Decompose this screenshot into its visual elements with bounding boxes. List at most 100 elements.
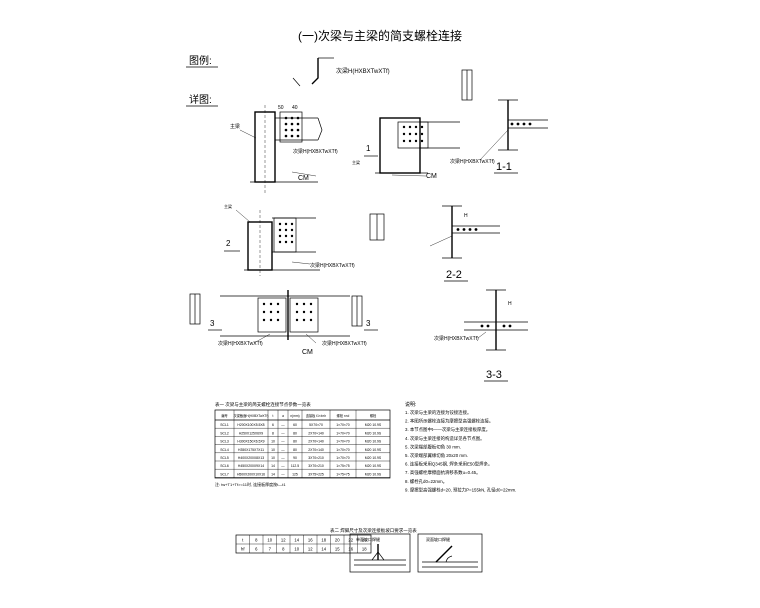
note-item: 8. 螺栓孔d0=22mm。 [405, 478, 447, 485]
table-1-cell: SCL1 [220, 423, 229, 427]
table-1-header: 连接板 t1×b×h [306, 413, 327, 418]
table-2-cell: 10 [267, 537, 272, 542]
detail-1-elevation: 1 次梁H(HXBXTwXTf) CM 主梁 [352, 117, 495, 180]
section-label-2-2: 2-2 [446, 269, 462, 281]
table-1-cell: — [281, 431, 285, 435]
table-1-cell: 125 [292, 472, 298, 476]
weld-detail-b-label: 双面坡口焊缝 [426, 536, 450, 542]
weld-detail-a: 单面坡口焊缝 [349, 533, 411, 573]
table-1-cell: 14 [271, 464, 275, 468]
weld-mark-3: CM [302, 349, 313, 356]
table-1-cell: 2X70×140 [308, 440, 324, 444]
member-label-3: 次梁H(HXBXTwXTf) [310, 262, 355, 269]
table-1-cell: — [281, 423, 285, 427]
table-1-title: 表一 次梁与主梁的简支螺栓连接节点参数一览表 [215, 401, 311, 408]
table-1-cell: 8 [272, 431, 274, 435]
table-1-cell: 1×70×70 [336, 440, 350, 444]
table-1-cell: SCL4 [220, 448, 229, 452]
table-2-cell: 14 [294, 537, 299, 542]
table-1-cell: M20 10.9S [365, 431, 382, 435]
table-1-cell: 14 [271, 472, 275, 476]
note-item: 1. 次梁与主梁的连接为铰接连接。 [405, 409, 471, 416]
table-2-cell: 8 [282, 546, 285, 551]
table-2-cell: 20 [335, 537, 340, 542]
table-1-cell: 90 [293, 456, 297, 460]
detail-1-plan: 50 40 主梁 次梁H(HXBXTwXTf) CM [230, 105, 338, 195]
table-1-cell: 3X70×210 [308, 456, 324, 460]
table-1-header: a [282, 414, 284, 418]
table-2-cell: 22 [348, 537, 353, 542]
table-1-cell: 1×70×70 [336, 431, 350, 435]
table-1-cell: SCL7 [220, 472, 229, 476]
table-1-cell: 1×70×70 [336, 456, 350, 460]
table-2-cell: 12 [308, 546, 313, 551]
note-item: 5. 次梁端部腹板切角 30 mm. [405, 443, 461, 450]
table-1-cell: 60 [293, 423, 297, 427]
notes-title: 说明: [405, 401, 416, 408]
table-2-cell: 14 [321, 546, 326, 551]
main-beam-label-2: 主梁 [352, 159, 360, 165]
legend-member-label: 次梁H(HXBXTwXTf) [336, 67, 390, 75]
note-item: 9. 摩擦型高强螺栓d=20, 预拉力P=155kN, 孔径d0=22mm. [405, 486, 516, 493]
section-label-3-right: 3 [366, 319, 371, 328]
table-1-cell: SCL2 [220, 431, 229, 435]
table-1-header: 螺栓 [370, 413, 377, 418]
note-item: 4. 次梁与主梁连接的构造详见各节点图。 [405, 435, 485, 442]
table-1-cell: 2X70×140 [308, 431, 324, 435]
table-2-cell: t [242, 537, 244, 542]
table-1-cell: 112.5 [291, 464, 299, 468]
table-1-header: 次梁截面H(HXBXTwXTf) [234, 413, 269, 418]
detail-2-plan: 2 次梁H(HXBXTwXTf) 主梁 [224, 203, 355, 276]
section-label-2: 2 [226, 239, 231, 248]
dim-h-2: H [464, 213, 468, 219]
table-1-header: t [273, 414, 274, 418]
table-1-cell: M20 10.9S [365, 423, 382, 427]
member-label-4: 次梁H(HXBXTwXTf) [218, 340, 263, 347]
table-1-cell: — [281, 456, 285, 460]
table-1-cell: 2X70×140 [308, 448, 324, 452]
note-item: 2. 本图所示螺栓连接为摩擦型高强螺栓连接。 [405, 418, 493, 425]
table-2-title: 表二 焊脚尺寸及次梁连接板坡口要求一览表 [330, 527, 417, 534]
table-1-cell: 1×70×70 [336, 448, 350, 452]
table-2-cell: 15 [335, 546, 340, 551]
table-1-cell: — [281, 464, 285, 468]
table-1-cell: H450X200X9X14 [238, 464, 264, 468]
table-1-header: 螺栓 n×d [337, 413, 350, 418]
detail-2-small-section [369, 213, 385, 241]
legend-label: 图例: [189, 54, 212, 67]
table-1-cell: 6 [272, 423, 274, 427]
table-1-cell: 5X70×70 [309, 423, 323, 427]
table-1-cell: SCL3 [220, 440, 229, 444]
dim-50: 50 [278, 105, 284, 111]
table-1-cell: — [281, 472, 285, 476]
note-item: 6. 连接板采用Q345钢, 焊条采用E50型焊条。 [405, 461, 492, 468]
main-beam-label-1: 主梁 [230, 123, 240, 130]
table-1-cell: SCL5 [220, 456, 229, 460]
section-label-3-left: 3 [210, 319, 215, 328]
table-1-cell: M20 10.9S [365, 456, 382, 460]
legend-symbol: 次梁H(HXBXTwXTf) [292, 57, 390, 87]
weld-mark-1: CM [298, 175, 309, 182]
note-item: 7. 高强螺栓摩擦面抗滑移系数u=0.45。 [405, 469, 481, 476]
table-1-cell: M20 10.9S [365, 472, 382, 476]
table-1-cell: 10 [271, 448, 275, 452]
table-1-cell: 3X75×225 [308, 472, 324, 476]
table-1-cell: 1×75×75 [336, 464, 350, 468]
table-1-cell: — [281, 448, 285, 452]
section-3-3: H 次梁H(HXBXTwXTf) 3-3 [434, 289, 528, 382]
section-label-1: 1 [366, 144, 371, 153]
notes-block: 说明: 1. 次梁与主梁的连接为铰接连接。 2. 本图所示螺栓连接为摩擦型高强螺栓… [405, 401, 516, 493]
table-1-cell: 80 [293, 448, 297, 452]
table-2-cell: 25 [362, 537, 367, 542]
table-2-cell: 18 [321, 537, 326, 542]
section-label-1-1: 1-1 [496, 161, 512, 173]
table-2-cell: 6 [255, 546, 258, 551]
table-1-cell: H200X100X5.5X8 [237, 423, 264, 427]
table-1-cell: H300X150X6.5X9 [237, 440, 264, 444]
section-2-2: H 2-2 [429, 205, 500, 282]
main-beam-label-3: 主梁 [224, 203, 232, 209]
table-1-cell: 10 [271, 456, 275, 460]
detail-label: 详图: [189, 93, 212, 106]
member-label-2: 次梁H(HXBXTwXTf) [450, 158, 495, 165]
